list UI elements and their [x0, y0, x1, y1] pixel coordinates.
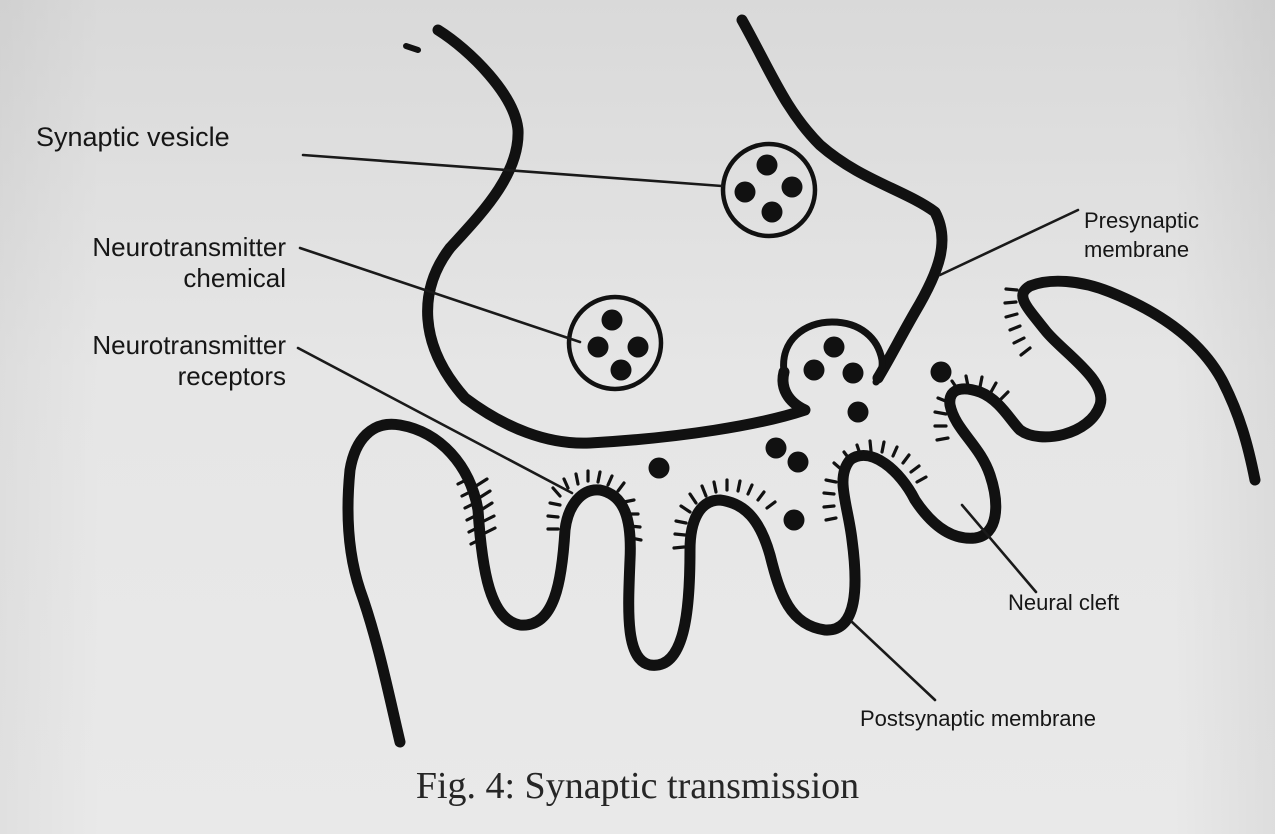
- figure-caption: Fig. 4: Synaptic transmission: [0, 764, 1275, 808]
- synaptic-vesicle: [723, 144, 815, 236]
- label-presynaptic-membrane: Presynaptic membrane: [1084, 206, 1199, 264]
- label-neurotransmitter-receptors: Neurotransmitter receptors: [24, 330, 286, 391]
- stray-mark: [406, 46, 418, 50]
- label-neural-cleft: Neural cleft: [1008, 590, 1119, 616]
- released-neurotransmitters: [649, 362, 952, 531]
- leader-postsynaptic-membrane: [852, 622, 935, 700]
- postsynaptic-membrane: [348, 281, 1255, 742]
- leader-neurotransmitter-receptors: [298, 348, 572, 493]
- label-synaptic-vesicle: Synaptic vesicle: [36, 122, 230, 154]
- fusing-vesicle: [784, 322, 883, 384]
- neurotransmitter-vesicle: [569, 297, 661, 389]
- leader-presynaptic-membrane: [940, 210, 1078, 275]
- label-neurotransmitter-chemical: Neurotransmitter chemical: [24, 232, 286, 293]
- presynaptic-terminal-membrane: [428, 30, 805, 443]
- label-postsynaptic-membrane: Postsynaptic membrane: [860, 706, 1096, 732]
